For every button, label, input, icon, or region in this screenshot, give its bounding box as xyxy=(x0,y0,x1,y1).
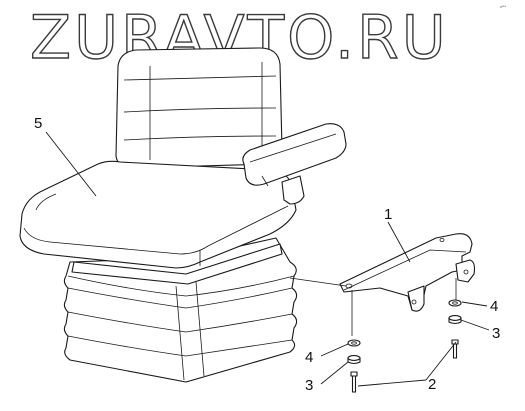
bellows-fold-3 xyxy=(67,335,293,357)
nut-right xyxy=(448,315,462,325)
seat-assembly xyxy=(19,47,347,383)
bellows-edge xyxy=(175,285,185,381)
bolt-right xyxy=(451,339,459,359)
bellows-fold-1 xyxy=(67,287,293,309)
bellows-edge-2 xyxy=(195,281,205,377)
armrest-edge xyxy=(261,175,269,187)
leader-4-left xyxy=(320,343,349,357)
callout-4-left: 4 xyxy=(305,349,313,366)
leader-3-right xyxy=(460,319,490,331)
callout-1: 1 xyxy=(384,206,392,223)
cushion-front-seam xyxy=(23,205,289,255)
corner-mark: sᵃᵗᵃ xyxy=(500,4,506,9)
bellows-fold-2 xyxy=(67,311,293,333)
washer-left xyxy=(347,339,361,347)
cushion-left-seam xyxy=(35,193,57,211)
bracket-hole-3 xyxy=(463,269,469,275)
bracket-plate xyxy=(339,233,473,311)
backrest-seam-mid xyxy=(123,107,277,113)
bracket-hole-4 xyxy=(439,237,445,242)
backrest-seam-low xyxy=(123,135,277,141)
bolt-left xyxy=(350,371,358,393)
callout-3-right: 3 xyxy=(492,325,500,342)
mounting-bracket xyxy=(339,233,476,312)
callout-2: 2 xyxy=(428,376,436,393)
seat-base-plate xyxy=(71,243,283,285)
leader-3-left xyxy=(320,361,349,385)
bracket-hole-2 xyxy=(411,299,417,305)
leader-2-b xyxy=(425,341,457,381)
seat-cushion xyxy=(19,160,297,269)
washer-right xyxy=(448,299,462,307)
bellows-fold-4 xyxy=(67,275,295,297)
alignment-line xyxy=(289,277,347,287)
bracket-tab-right xyxy=(455,259,476,283)
bracket-fold-line xyxy=(343,249,467,291)
armrest-top-seam xyxy=(249,133,337,163)
callout-5: 5 xyxy=(34,115,42,132)
callout-3-left: 3 xyxy=(305,377,313,394)
backrest-seam-top xyxy=(123,75,277,81)
armrest-support xyxy=(281,175,305,205)
leader-1 xyxy=(387,221,411,263)
nut-left xyxy=(347,355,361,365)
bracket-tab-front xyxy=(407,285,425,312)
leader-4-right xyxy=(461,301,488,307)
leader-5 xyxy=(45,131,97,197)
callout-4-right: 4 xyxy=(490,298,498,315)
watermark-text: ZURAVTO.RU xyxy=(30,3,449,73)
leader-2-a xyxy=(357,379,427,387)
